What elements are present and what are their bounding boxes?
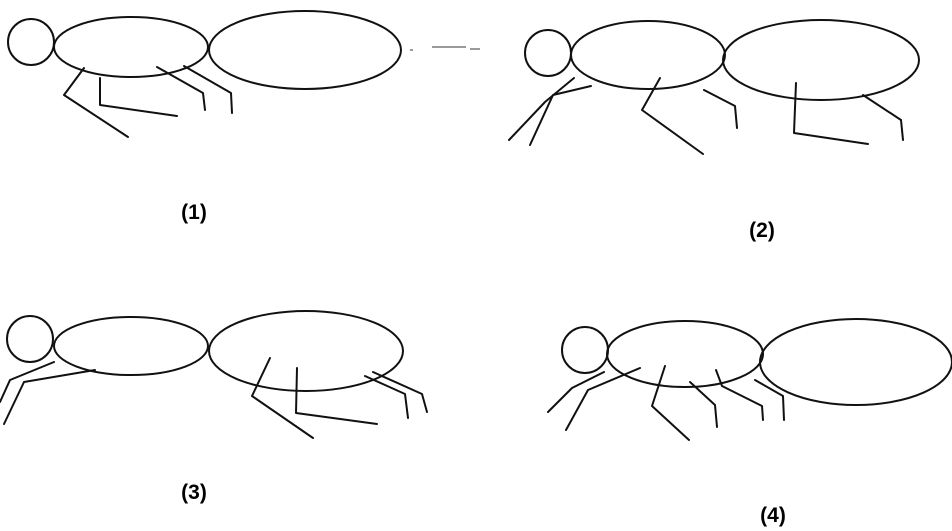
panel-3: (3) bbox=[0, 311, 427, 504]
insect-2-thorax bbox=[571, 21, 725, 89]
panel-label-3: (3) bbox=[181, 481, 207, 504]
insect-3-leg bbox=[252, 358, 313, 438]
insect-3-leg bbox=[4, 370, 95, 424]
panel-label-4: (4) bbox=[760, 504, 786, 527]
insect-4 bbox=[548, 319, 952, 440]
insect-1-head bbox=[8, 19, 54, 65]
insect-2-leg bbox=[794, 83, 868, 144]
insect-3-head bbox=[7, 316, 53, 362]
insect-4-leg bbox=[690, 382, 717, 427]
panel-1: (1) bbox=[8, 11, 480, 224]
panel-4: (4) bbox=[548, 319, 952, 527]
insect-3-leg bbox=[365, 376, 408, 418]
insect-2-leg bbox=[509, 78, 574, 140]
insect-1-leg bbox=[64, 68, 128, 137]
insect-3-thorax bbox=[54, 317, 208, 375]
insect-2 bbox=[509, 20, 919, 154]
insect-1 bbox=[8, 11, 401, 137]
panel-label-2: (2) bbox=[749, 219, 775, 242]
insect-4-leg bbox=[755, 380, 784, 420]
scan-specks bbox=[410, 46, 480, 51]
insect-2-leg bbox=[704, 90, 737, 128]
panel-label-1: (1) bbox=[181, 201, 207, 224]
insect-2-leg bbox=[530, 86, 591, 145]
insect-1-abdomen bbox=[209, 11, 401, 89]
insect-1-leg bbox=[100, 78, 177, 116]
panel-2: (2) bbox=[509, 20, 919, 242]
insect-3 bbox=[0, 311, 427, 438]
insect-2-head bbox=[525, 30, 571, 76]
insect-1-thorax bbox=[54, 17, 208, 77]
insect-4-thorax bbox=[607, 321, 763, 387]
insect-1-leg bbox=[184, 66, 232, 113]
insect-4-head bbox=[562, 327, 608, 373]
insect-4-abdomen bbox=[760, 319, 952, 405]
insect-2-leg bbox=[863, 95, 903, 140]
insect-4-leg bbox=[548, 372, 604, 412]
insect-4-leg bbox=[652, 366, 689, 440]
insect-2-abdomen bbox=[723, 20, 919, 100]
